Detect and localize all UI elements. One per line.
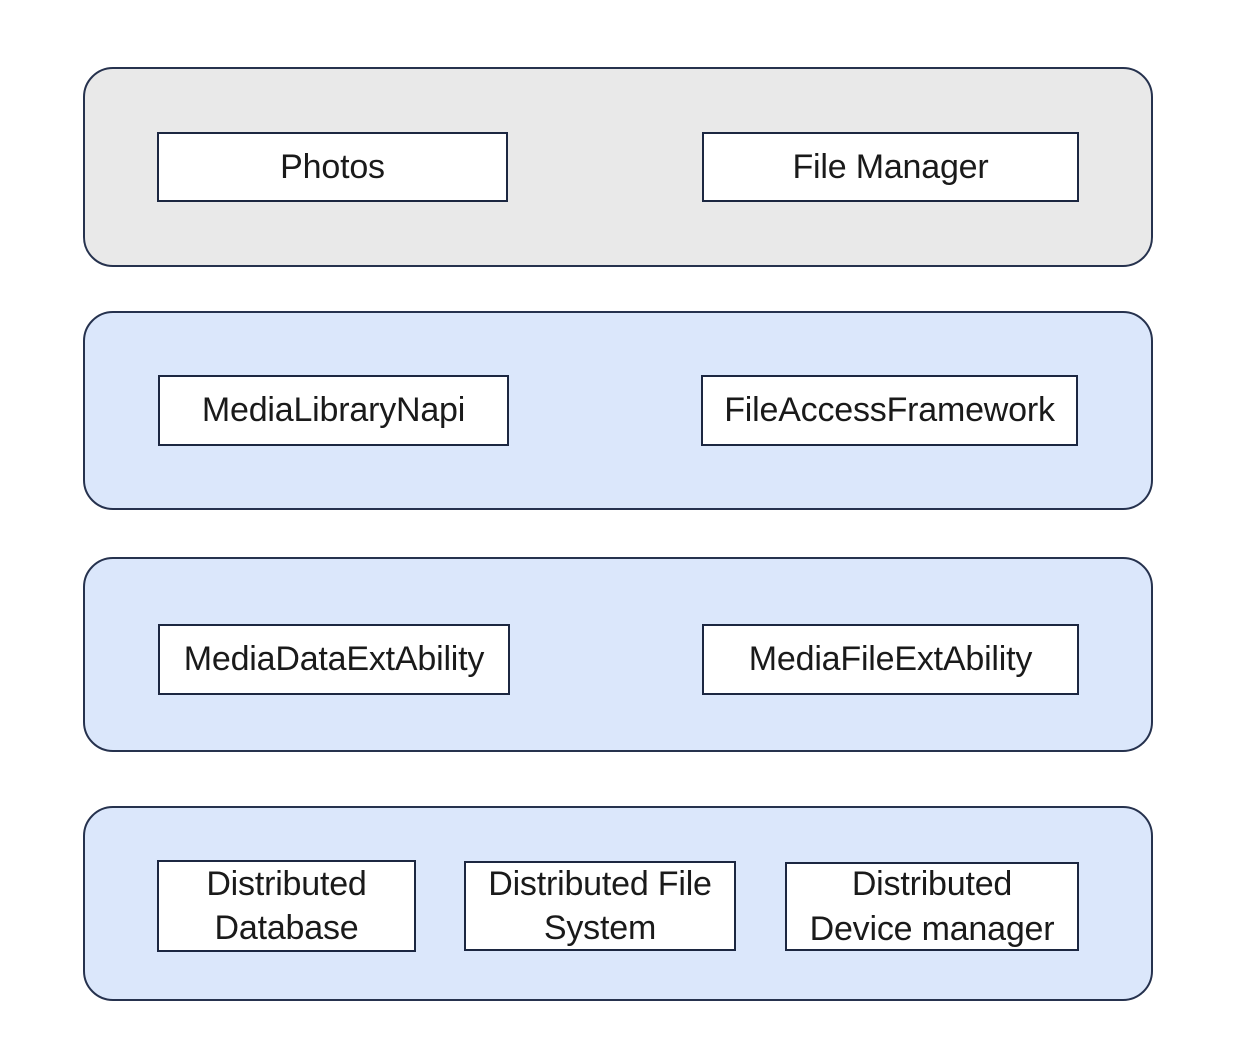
node-mediadataextability-label: MediaDataExtAbility [183, 640, 485, 679]
node-distributed-file-system: Distributed File System [464, 861, 736, 951]
node-medialibrarynapi-label: MediaLibraryNapi [201, 391, 466, 430]
layer-band-distributed-services: Distributed Database Distributed File Sy… [83, 806, 1153, 1001]
node-distributed-database-label: Distributed Database [206, 864, 367, 947]
node-distributed-device-manager-label: Distributed Device manager [809, 865, 1055, 948]
layer-band-applications: Photos File Manager [83, 67, 1153, 267]
node-fileaccessframework-label: FileAccessFramework [724, 391, 1055, 430]
node-mediafileextability: MediaFileExtAbility [702, 624, 1079, 695]
node-file-manager: File Manager [702, 132, 1079, 202]
node-distributed-file-system-label: Distributed File System [488, 864, 712, 947]
node-distributed-database: Distributed Database [157, 860, 416, 952]
node-distributed-device-manager: Distributed Device manager [785, 862, 1079, 951]
node-fileaccessframework: FileAccessFramework [701, 375, 1078, 446]
node-photos-label: Photos [280, 147, 385, 186]
node-mediadataextability: MediaDataExtAbility [158, 624, 510, 695]
node-photos: Photos [157, 132, 508, 202]
node-file-manager-label: File Manager [792, 147, 989, 186]
layer-band-napi: MediaLibraryNapi FileAccessFramework [83, 311, 1153, 510]
node-mediafileextability-label: MediaFileExtAbility [748, 640, 1033, 679]
node-medialibrarynapi: MediaLibraryNapi [158, 375, 509, 446]
layer-band-extability: MediaDataExtAbility MediaFileExtAbility [83, 557, 1153, 752]
